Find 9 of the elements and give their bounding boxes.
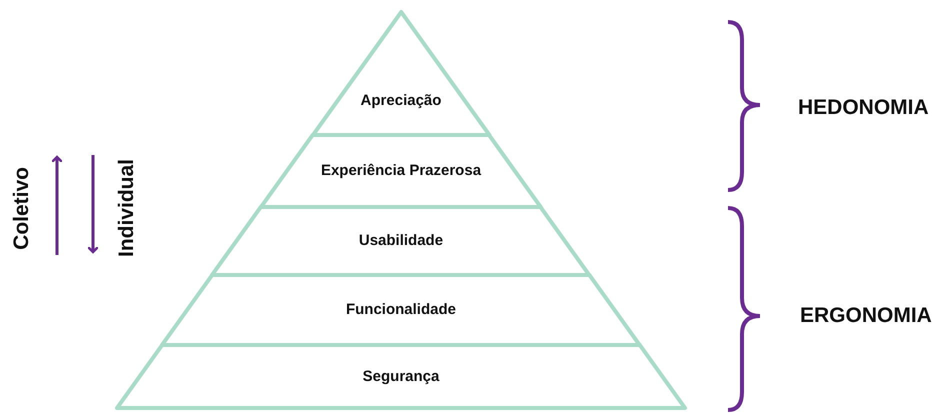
group-label: HEDONOMIA <box>798 96 929 120</box>
group-label: ERGONOMIA <box>800 304 932 328</box>
layer-label: Segurança <box>362 368 440 384</box>
layer-label: Experiência Prazerosa <box>320 162 482 179</box>
layer-label: Apreciação <box>360 92 442 109</box>
direction-label: Coletivo <box>10 166 34 250</box>
layer-label: Usabilidade <box>358 232 444 249</box>
direction-label: Individual <box>115 158 139 257</box>
layer-label: Funcionalidade <box>344 301 457 318</box>
